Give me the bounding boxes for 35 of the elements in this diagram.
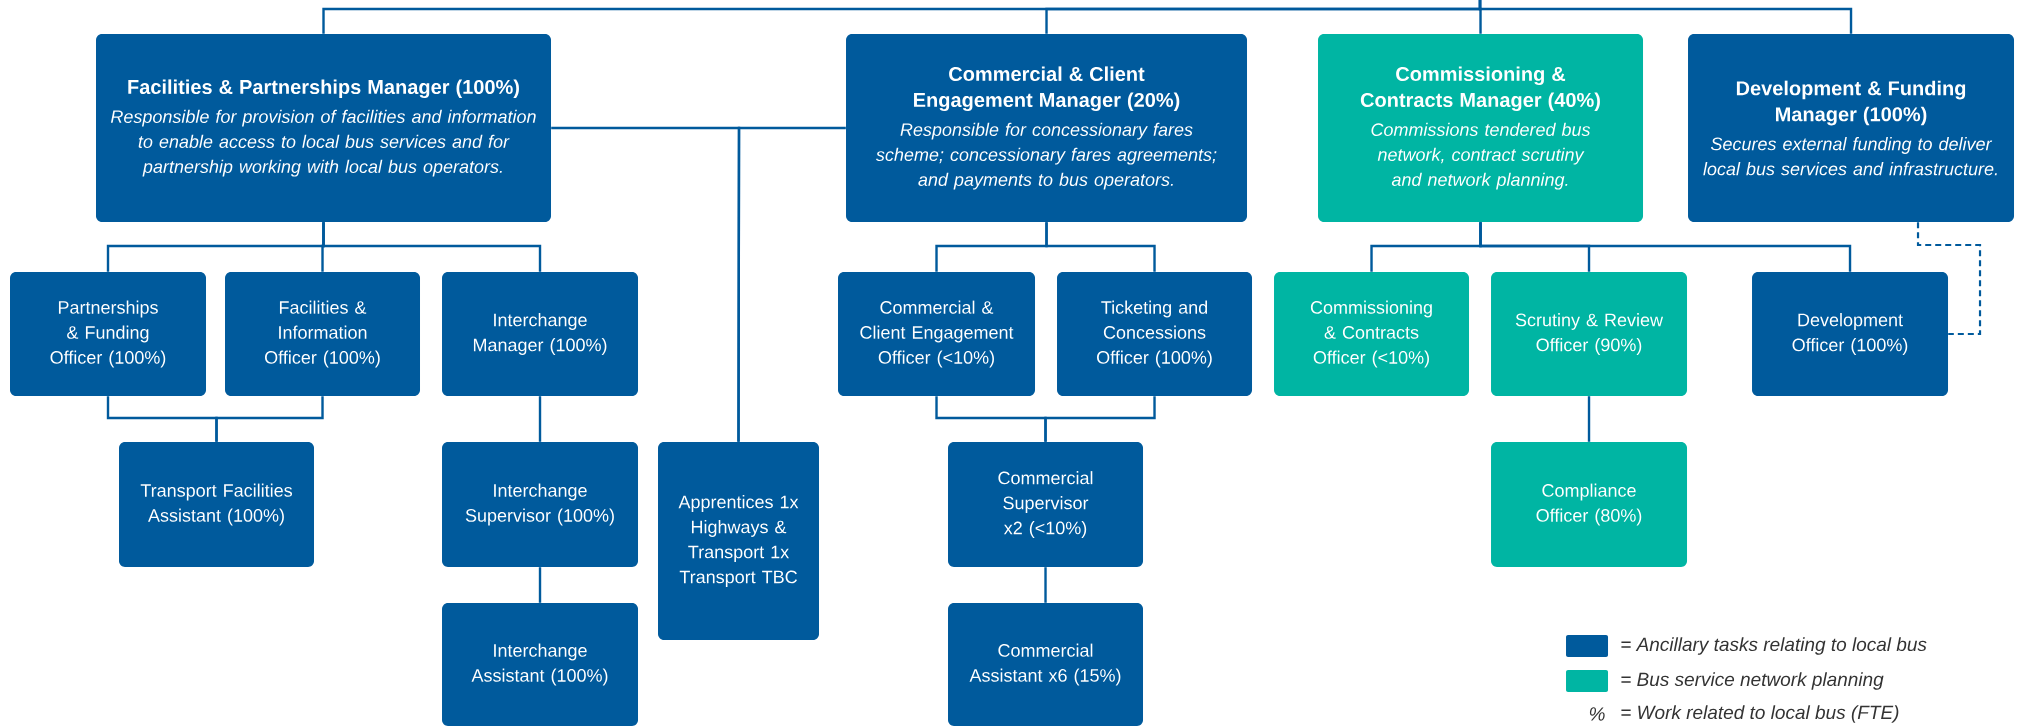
manager-box: Development & Funding Manager (100%) Secures external funding to deliver local bus services and infrastructure. — [1688, 34, 2014, 222]
manager-box: Commissioning & Contracts Manager (40%) Commissions tendered bus network, contract scrutiny and network planning. — [1318, 34, 1643, 222]
connector-line — [1479, 222, 1852, 272]
role-box: Commissioning & Contracts Officer (<10%) — [1274, 272, 1469, 396]
connector-line — [538, 396, 542, 442]
connector-line — [215, 396, 324, 442]
role-box: Apprentices 1x Highways & Transport 1x Transport TBC — [658, 442, 819, 640]
connector-line — [538, 567, 542, 603]
role-box: Interchange Manager (100%) — [442, 272, 638, 396]
connector-line — [1916, 222, 1982, 336]
manager-box: Commercial & Client Engagement Manager (20%) Responsible for concessionary fares scheme; concessionary fares agreements; and payments to bus operators. — [846, 34, 1247, 222]
role-box: Development Officer (100%) — [1752, 272, 1948, 396]
role-box: Interchange Assistant (100%) — [442, 603, 638, 726]
role-box: Facilities & Information Officer (100%) — [225, 272, 420, 396]
role-box: Scrutiny & Review Officer (90%) — [1491, 272, 1687, 396]
connector-line — [737, 126, 846, 442]
connector-line — [1045, 222, 1156, 272]
role-box: Interchange Supervisor (100%) — [442, 442, 638, 567]
connector-line — [1044, 567, 1047, 603]
percent-symbol: % — [1589, 707, 1605, 721]
role-box: Transport Facilities Assistant (100%) — [119, 442, 314, 567]
connector-line — [1478, 0, 1853, 34]
role-box: Commercial Assistant x6 (15%) — [948, 603, 1143, 726]
legend-text: = Work related to local bus (FTE) — [1621, 705, 1899, 723]
role-box: Compliance Officer (80%) — [1491, 442, 1687, 567]
connector-line — [322, 222, 542, 272]
connector-line — [1044, 396, 1156, 442]
legend-text: = Bus service network planning — [1621, 672, 1884, 690]
role-box: Commercial Supervisor x2 (<10%) — [948, 442, 1143, 567]
legend-text: = Ancillary tasks relating to local bus — [1621, 637, 1927, 655]
role-box: Ticketing and Concessions Officer (100%) — [1057, 272, 1252, 396]
role-box: Commercial & Client Engagement Officer (<10%) — [838, 272, 1035, 396]
role-box: Partnerships & Funding Officer (100%) — [10, 272, 206, 396]
manager-box: Facilities & Partnerships Manager (100%) Responsible for provision of facilities and information to enable access to local bus services and for partnership working with local bus operators. — [96, 34, 551, 222]
connector-line — [1587, 396, 1591, 442]
